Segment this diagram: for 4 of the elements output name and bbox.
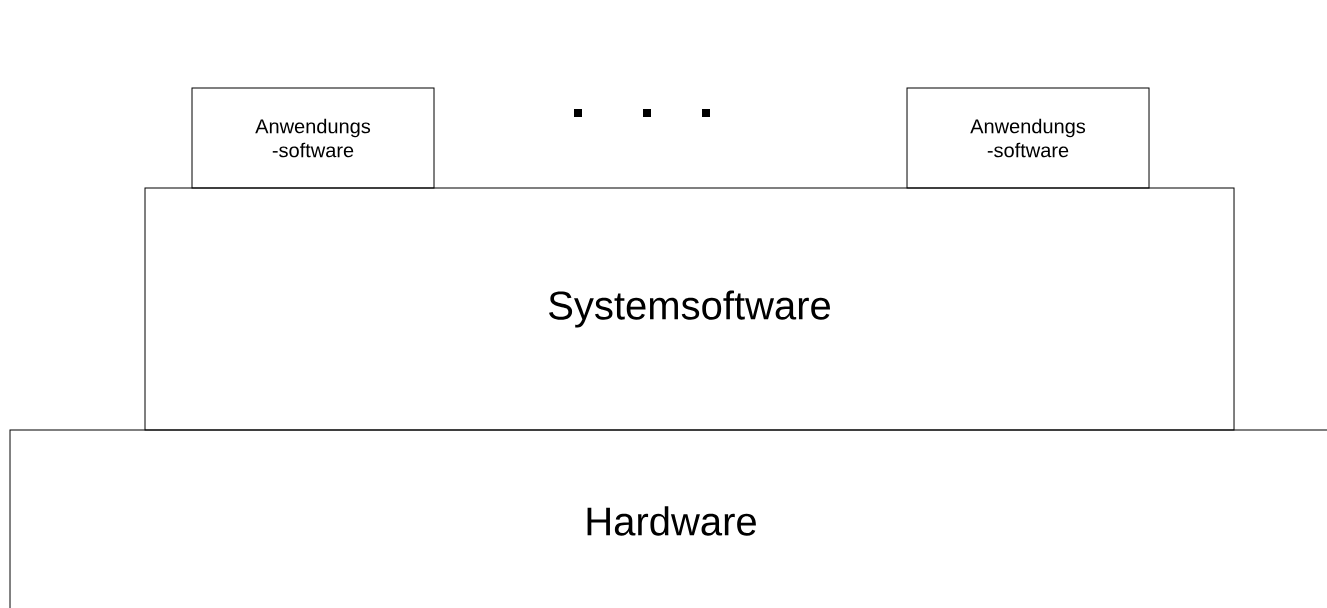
layer-box: Systemsoftware xyxy=(144,187,1235,431)
application-box: Anwendungs -software xyxy=(191,87,435,189)
layer-box: Hardware xyxy=(9,429,1327,608)
application-box: Anwendungs -software xyxy=(906,87,1150,189)
